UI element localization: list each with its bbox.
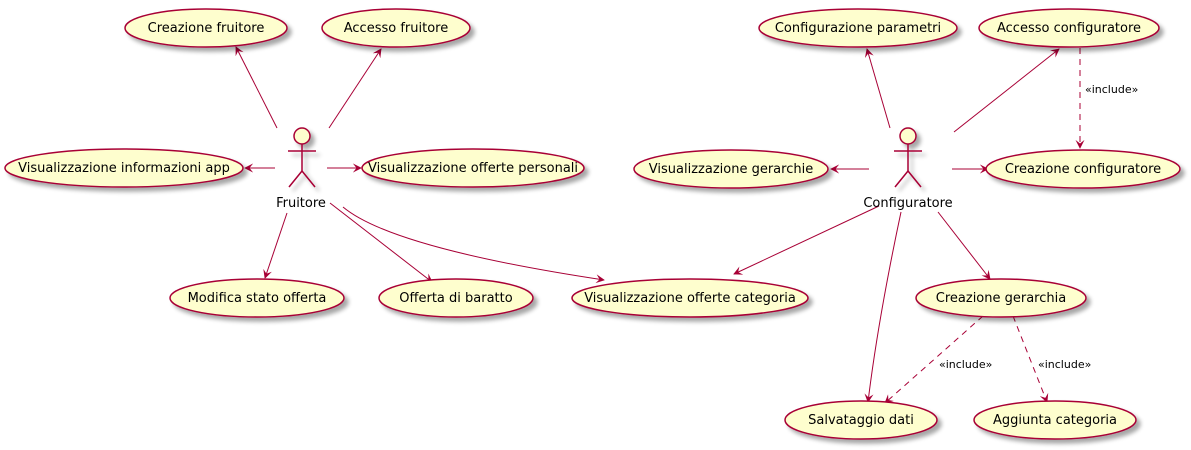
use-case-creazione-configuratore[interactable]: Creazione configuratore [985, 149, 1181, 189]
use-case-visualizzazione-offerte-categoria[interactable]: Visualizzazione offerte categoria [571, 278, 809, 318]
use-case-label: Visualizzazione offerte categoria [584, 291, 796, 306]
use-case-label: Creazione gerarchia [936, 291, 1066, 306]
use-case-accesso-fruitore[interactable]: Accesso fruitore [321, 8, 471, 48]
edge-configuratore-visualizzazione-offerte-categoria [733, 205, 880, 275]
use-case-salvataggio-dati[interactable]: Salvataggio dati [784, 400, 938, 440]
use-case-offerta-di-baratto[interactable]: Offerta di baratto [378, 278, 534, 318]
include-label-salvataggio: «include» [939, 358, 992, 371]
use-case-aggiunta-categoria[interactable]: Aggiunta categoria [973, 400, 1137, 440]
actor-label-fruitore: Fruitore [276, 196, 326, 211]
edge-include-gerarchia-aggiunta-categoria [1012, 315, 1049, 403]
edge-configuratore-creazione-gerarchia [937, 211, 991, 280]
edge-configuratore-accesso-configuratore [953, 48, 1060, 133]
actor-label-configuratore: Configuratore [863, 196, 952, 211]
include-label-aggiunta-categoria: «include» [1038, 358, 1091, 371]
use-case-creazione-gerarchia[interactable]: Creazione gerarchia [915, 278, 1087, 318]
use-case-label: Offerta di baratto [399, 291, 512, 306]
stick-figure-icon [894, 127, 922, 188]
use-case-label: Modifica stato offerta [188, 291, 327, 306]
use-case-configurazione-parametri[interactable]: Configurazione parametri [758, 8, 958, 48]
use-case-modifica-stato-offerta[interactable]: Modifica stato offerta [169, 278, 345, 318]
edge-fruitore-accesso-fruitore [328, 48, 382, 129]
actor-fruitore[interactable] [288, 127, 316, 188]
edge-fruitore-modifica-stato-offerta [263, 212, 288, 279]
edge-configuratore-salvataggio-dati [864, 211, 902, 403]
use-case-label: Visualizzazione gerarchie [649, 162, 813, 177]
use-case-visualizzazione-offerte-personali[interactable]: Visualizzazione offerte personali [361, 148, 585, 188]
edge-configuratore-configurazione-parametri [864, 48, 891, 129]
edge-fruitore-offerta-di-baratto [329, 202, 433, 283]
use-case-visualizzazione-gerarchie[interactable]: Visualizzazione gerarchie [633, 149, 829, 189]
include-label-configuratore: «include» [1085, 83, 1138, 96]
use-case-label: Aggiunta categoria [993, 413, 1117, 428]
use-case-label: Creazione configuratore [1005, 162, 1161, 177]
use-case-visualizzazione-informazioni-app[interactable]: Visualizzazione informazioni app [4, 148, 244, 188]
edge-fruitore-creazione-fruitore [235, 46, 278, 129]
use-case-label: Salvataggio dati [808, 413, 914, 428]
use-case-label: Accesso configuratore [997, 21, 1141, 36]
stick-figure-icon [288, 127, 316, 188]
actor-configuratore[interactable] [894, 127, 922, 188]
use-case-creazione-fruitore[interactable]: Creazione fruitore [124, 8, 288, 48]
edge-fruitore-visualizzazione-offerte-categoria [342, 206, 605, 284]
use-case-label: Visualizzazione informazioni app [18, 161, 230, 176]
use-case-label: Configurazione parametri [775, 21, 941, 36]
use-case-accesso-configuratore[interactable]: Accesso configuratore [978, 8, 1160, 48]
use-case-label: Accesso fruitore [344, 21, 448, 36]
use-case-label: Visualizzazione offerte personali [368, 161, 578, 176]
use-case-label: Creazione fruitore [148, 21, 265, 36]
